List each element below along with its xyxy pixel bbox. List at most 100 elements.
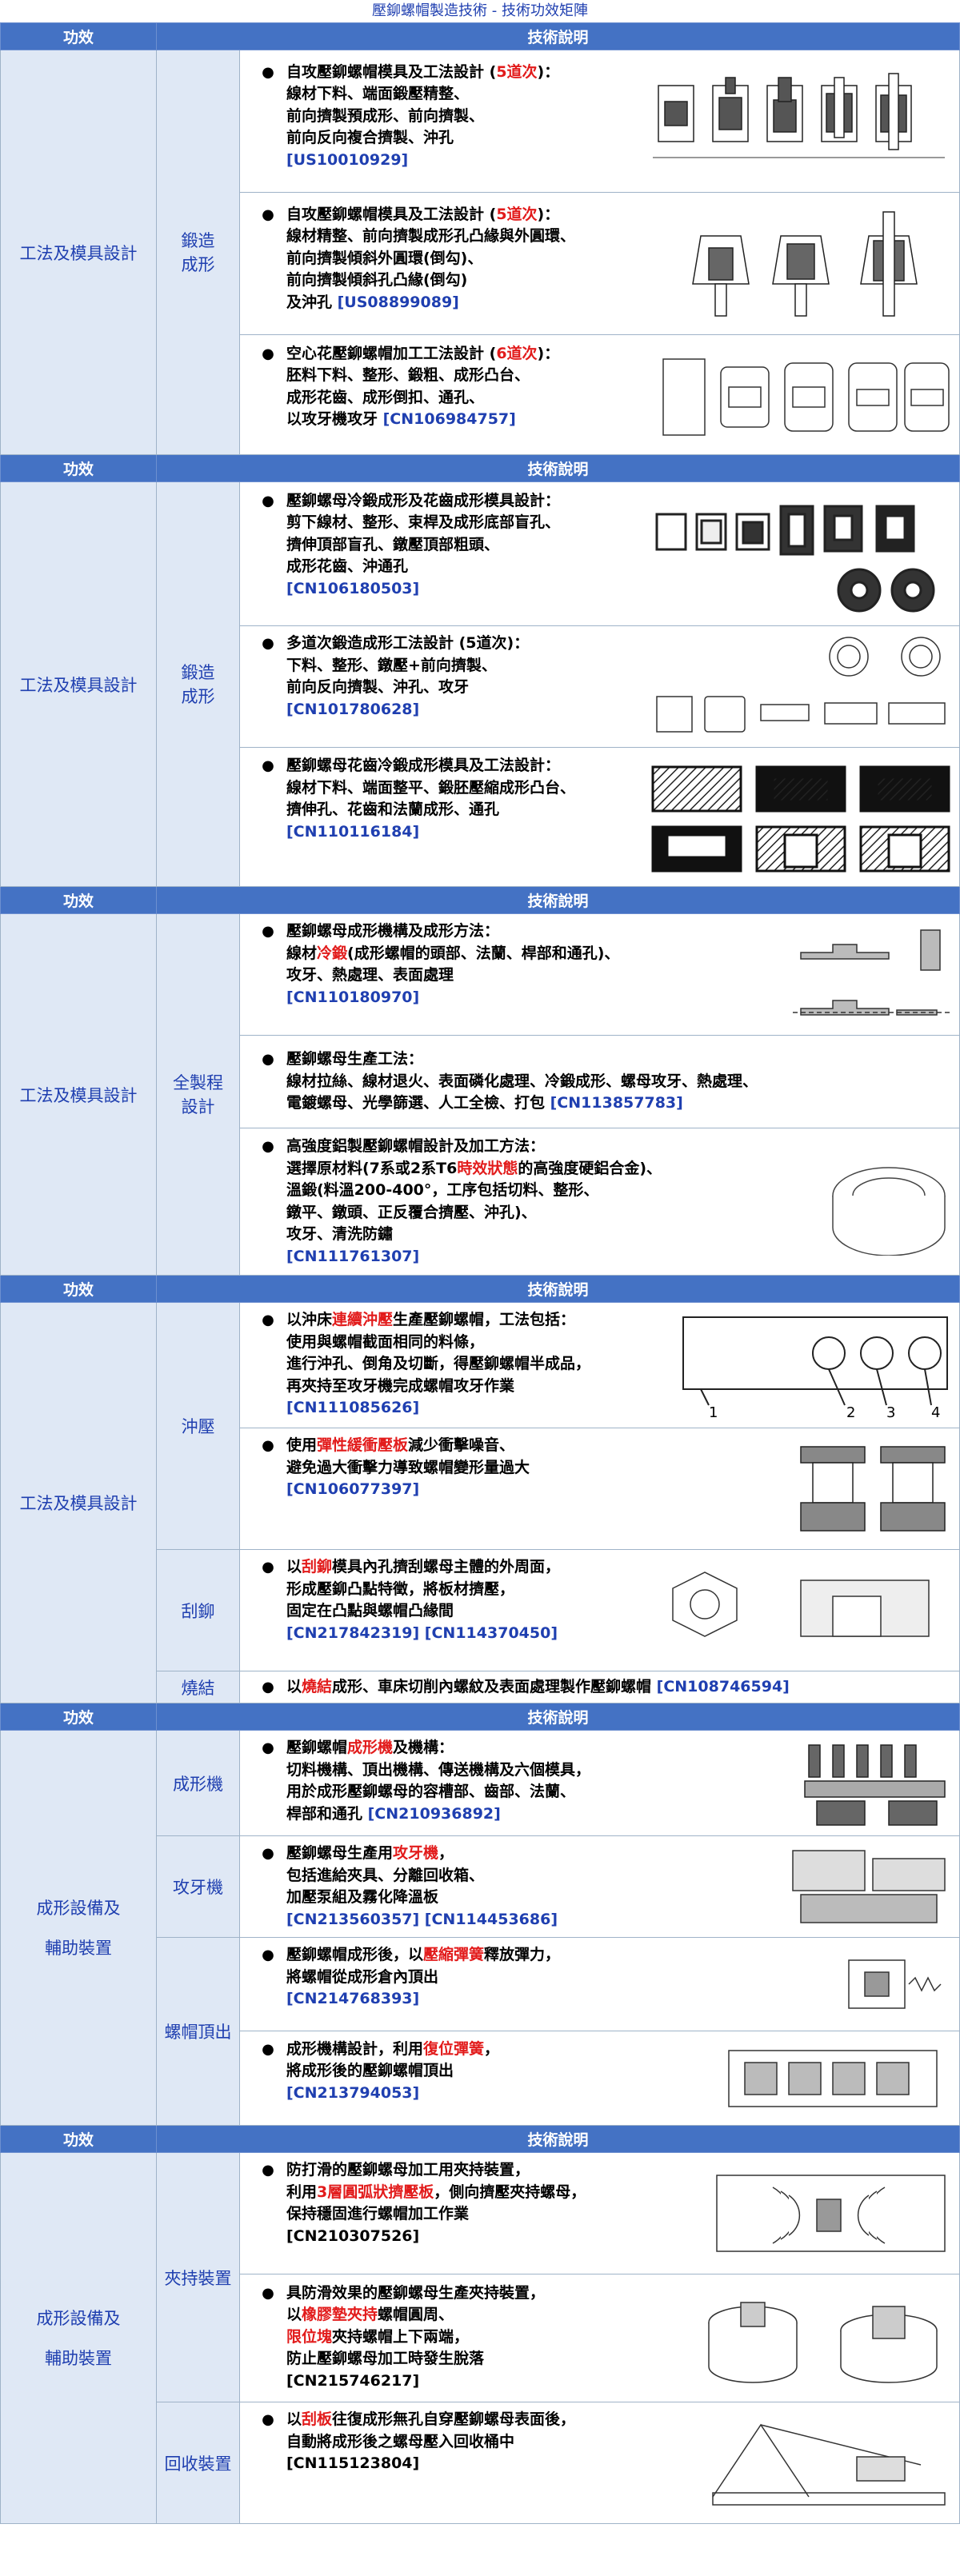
- patent-ref: [CN110180970]: [286, 988, 420, 1006]
- subcategory-cell: 刮鉚: [156, 1549, 240, 1671]
- patent-ref: [CN210307526]: [286, 2227, 420, 2245]
- bullet: ●: [262, 492, 274, 509]
- multi-stage-forging-figure: [656, 637, 946, 733]
- aluminum-nut-figure: [832, 1167, 946, 1256]
- bullet: ●: [262, 206, 274, 223]
- patent-ref: [CN111085626]: [286, 1399, 420, 1416]
- patent-ref: [US08899089]: [337, 293, 459, 311]
- category-cell: 工法及模具設計: [0, 50, 157, 455]
- bullet: ●: [262, 1947, 274, 1963]
- header-tech: 技術說明: [156, 1703, 960, 1731]
- category-label: 成形設備及輔助裝置: [36, 2308, 121, 2368]
- bullet: ●: [262, 635, 274, 652]
- patent-ref: [CN106077397]: [286, 1480, 420, 1498]
- subcategory-label: 鍛造成形: [181, 230, 215, 274]
- header-tech: 技術說明: [156, 1275, 960, 1303]
- figure-label: 3: [886, 1404, 895, 1421]
- rubber-pad-clamp-figure: [708, 2301, 938, 2383]
- subcategory-cell: 燒結: [156, 1671, 240, 1703]
- spring-ejector-figure: [848, 1959, 942, 2009]
- bullet: ●: [262, 923, 274, 940]
- bullet: ●: [262, 1051, 274, 1068]
- scrape-rivet-figure: [672, 1572, 930, 1637]
- bullet: ●: [262, 63, 274, 81]
- tech-item: ● 高強度鋁製壓鉚螺帽設計及加工方法： 選擇原材料(7系或2系T6時效狀態的高強…: [239, 1128, 960, 1276]
- patent-ref: [US10010929]: [286, 150, 409, 169]
- patent-ref: [CN215746217]: [286, 2371, 420, 2390]
- bullet: ●: [262, 2162, 274, 2179]
- subcategory-cell: 鍛造成形: [156, 481, 240, 887]
- bullet: ●: [262, 1845, 274, 1862]
- header-tech: 技術說明: [156, 22, 960, 50]
- tech-item: ● 壓鉚螺母花齒冷鍛成形模具及工法設計：線材下料、端面整平、鍛胚壓縮成形凸台、擠…: [239, 747, 960, 887]
- header-effect: 功效: [0, 22, 157, 50]
- mold-process-figure: [653, 72, 945, 158]
- bullet: ●: [262, 345, 274, 362]
- bullet: ●: [262, 1559, 274, 1576]
- patent-ref: [CN106180503]: [286, 579, 420, 597]
- bullet: ●: [262, 2411, 274, 2428]
- bullet: ●: [262, 2284, 274, 2302]
- tech-item: ● 壓鉚螺母生產工法：線材拉絲、線材退火、表面磷化處理、冷鍛成形、螺母攻牙、熱處…: [239, 1035, 960, 1128]
- patent-ref: [CN113857783]: [550, 1094, 683, 1112]
- tech-item: ● 以刮板往復成形無孔自穿壓鉚螺母表面後， 自動將成形後之螺母壓入回收桶中 [C…: [239, 2402, 960, 2524]
- tech-item: ● 成形機構設計，利用復位彈簧， 將成形後的壓鉚螺帽頂出 [CN21379405…: [239, 2031, 960, 2126]
- tapping-machine-figure: [792, 1850, 946, 1923]
- page-title: 壓鉚螺帽製造技術 - 技術功效矩陣: [372, 2, 588, 19]
- tech-item: ● 壓鉚螺母冷鍛成形及花齒成形模具設計：剪下線材、整形、束桿及成形底部盲孔、擠伸…: [239, 481, 960, 626]
- tech-item: ● 防打滑的壓鉚螺母加工用夾持裝置， 利用3層圓弧狀擠壓板，側向擠壓夾持螺母， …: [239, 2152, 960, 2274]
- bullet: ●: [262, 1312, 274, 1328]
- subcategory-cell: 全製程設計: [156, 913, 240, 1276]
- category-label: 成形設備及輔助裝置: [36, 1898, 121, 1958]
- tech-item: ● 具防滑效果的壓鉚螺母生產夾持裝置， 以橡膠墊夾持螺帽圓周、 限位塊夾持螺帽上…: [239, 2274, 960, 2402]
- figure-label: 4: [931, 1404, 940, 1421]
- bullet: ●: [262, 1437, 274, 1454]
- header-tech: 技術說明: [156, 454, 960, 482]
- tech-item: ● 壓鉚螺帽成形後，以壓縮彈簧釋放彈力， 將螺帽從成形倉內頂出 [CN21476…: [239, 1937, 960, 2031]
- subcategory-cell: 螺帽頂出: [156, 1937, 240, 2126]
- tech-item: ● 使用彈性緩衝壓板減少衝擊噪音、 避免過大衝擊力導致螺帽變形量過大 [CN10…: [239, 1428, 960, 1550]
- patent-ref: [CN210936892]: [367, 1804, 501, 1823]
- bullet: ●: [262, 1678, 274, 1695]
- header-effect: 功效: [0, 454, 157, 482]
- forming-machine-figure: [804, 1744, 946, 1826]
- patent-ref: [CN213560357] [CN114453686]: [286, 1910, 558, 1928]
- tech-matrix-table: 功效技術說明 工法及模具設計 鍛造成形 ● 自攻壓鉚螺帽模具及工法設計 (5道次…: [0, 22, 960, 2524]
- nut-forming-mechanism-figure: [793, 929, 953, 1016]
- bullet: ●: [262, 1138, 274, 1155]
- mold-process-figure: [692, 210, 918, 317]
- recovery-device-figure: [712, 2423, 946, 2506]
- tech-item: ● 以刮鉚模具內孔擠刮螺母主體的外周面， 形成壓鉚凸點特徵，將板材擠壓，固定在凸…: [239, 1549, 960, 1671]
- header-tech: 技術說明: [156, 2125, 960, 2153]
- patent-ref: [CN111761307]: [286, 1247, 420, 1265]
- patent-ref: [CN106984757]: [382, 410, 516, 428]
- patent-ref: [CN213794053]: [286, 2083, 420, 2102]
- subcategory-cell: 成形機: [156, 1730, 240, 1836]
- header-effect: 功效: [0, 1275, 157, 1303]
- patent-ref: [CN115123804]: [286, 2454, 420, 2472]
- process-sequence-figure: [662, 357, 950, 436]
- category-cell: 工法及模具設計: [0, 1302, 157, 1703]
- strip-stamping-figure: 1 2 3 4: [682, 1316, 948, 1421]
- header-effect: 功效: [0, 886, 157, 914]
- tech-item: ● 自攻壓鉚螺帽模具及工法設計 (5道次)： 線材下料、端面鍛壓精整、前向擠製預…: [239, 50, 960, 193]
- subcategory-label: 鍛造成形: [181, 662, 215, 706]
- tech-item: ● 以燒結成形、車床切削內螺紋及表面處理製作壓鉚螺帽 [CN108746594]: [239, 1671, 960, 1703]
- tech-item: ● 壓鉚螺母生產用攻牙機， 包括進給夾具、分離回收箱、加壓泵組及霧化降溫板 [C…: [239, 1835, 960, 1938]
- header-tech: 技術說明: [156, 886, 960, 914]
- patent-ref: [CN217842319] [CN114370450]: [286, 1623, 558, 1642]
- tech-item: ● 自攻壓鉚螺帽模具及工法設計 (5道次)： 線材精整、前向擠製成形孔凸緣與外圓…: [239, 192, 960, 335]
- category-cell: 工法及模具設計: [0, 913, 157, 1276]
- header-effect: 功效: [0, 1703, 157, 1731]
- subcategory-cell: 攻牙機: [156, 1835, 240, 1938]
- patent-ref: [CN110116184]: [286, 822, 420, 841]
- tech-item: ● 壓鉚螺帽成形機及機構： 切料機構、頂出機構、傳送機構及六個模具，用於成形壓鉚…: [239, 1730, 960, 1836]
- bullet: ●: [262, 757, 274, 774]
- patent-ref: [CN108746594]: [656, 1677, 790, 1695]
- figure-label: 1: [709, 1404, 718, 1421]
- subcategory-cell: 沖壓: [156, 1302, 240, 1550]
- subcategory-cell: 鍛造成形: [156, 50, 240, 455]
- clamping-device-figure: [716, 2175, 946, 2252]
- subcategory-cell: 夾持裝置: [156, 2152, 240, 2402]
- patent-ref: [CN214768393]: [286, 1990, 420, 2007]
